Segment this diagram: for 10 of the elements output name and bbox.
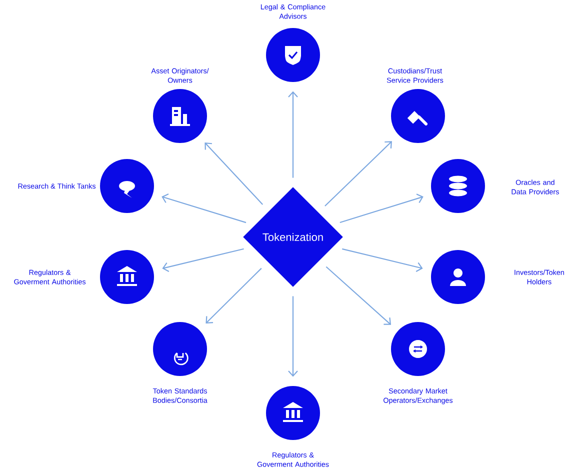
arrow — [288, 296, 298, 377]
arrow — [204, 142, 264, 205]
arrow — [288, 91, 298, 178]
arrow — [206, 268, 262, 324]
arrow — [340, 194, 424, 223]
arrow — [162, 248, 244, 272]
arrow — [342, 248, 423, 272]
arrow — [324, 141, 392, 206]
arrow — [162, 194, 246, 224]
arrow — [326, 266, 392, 325]
